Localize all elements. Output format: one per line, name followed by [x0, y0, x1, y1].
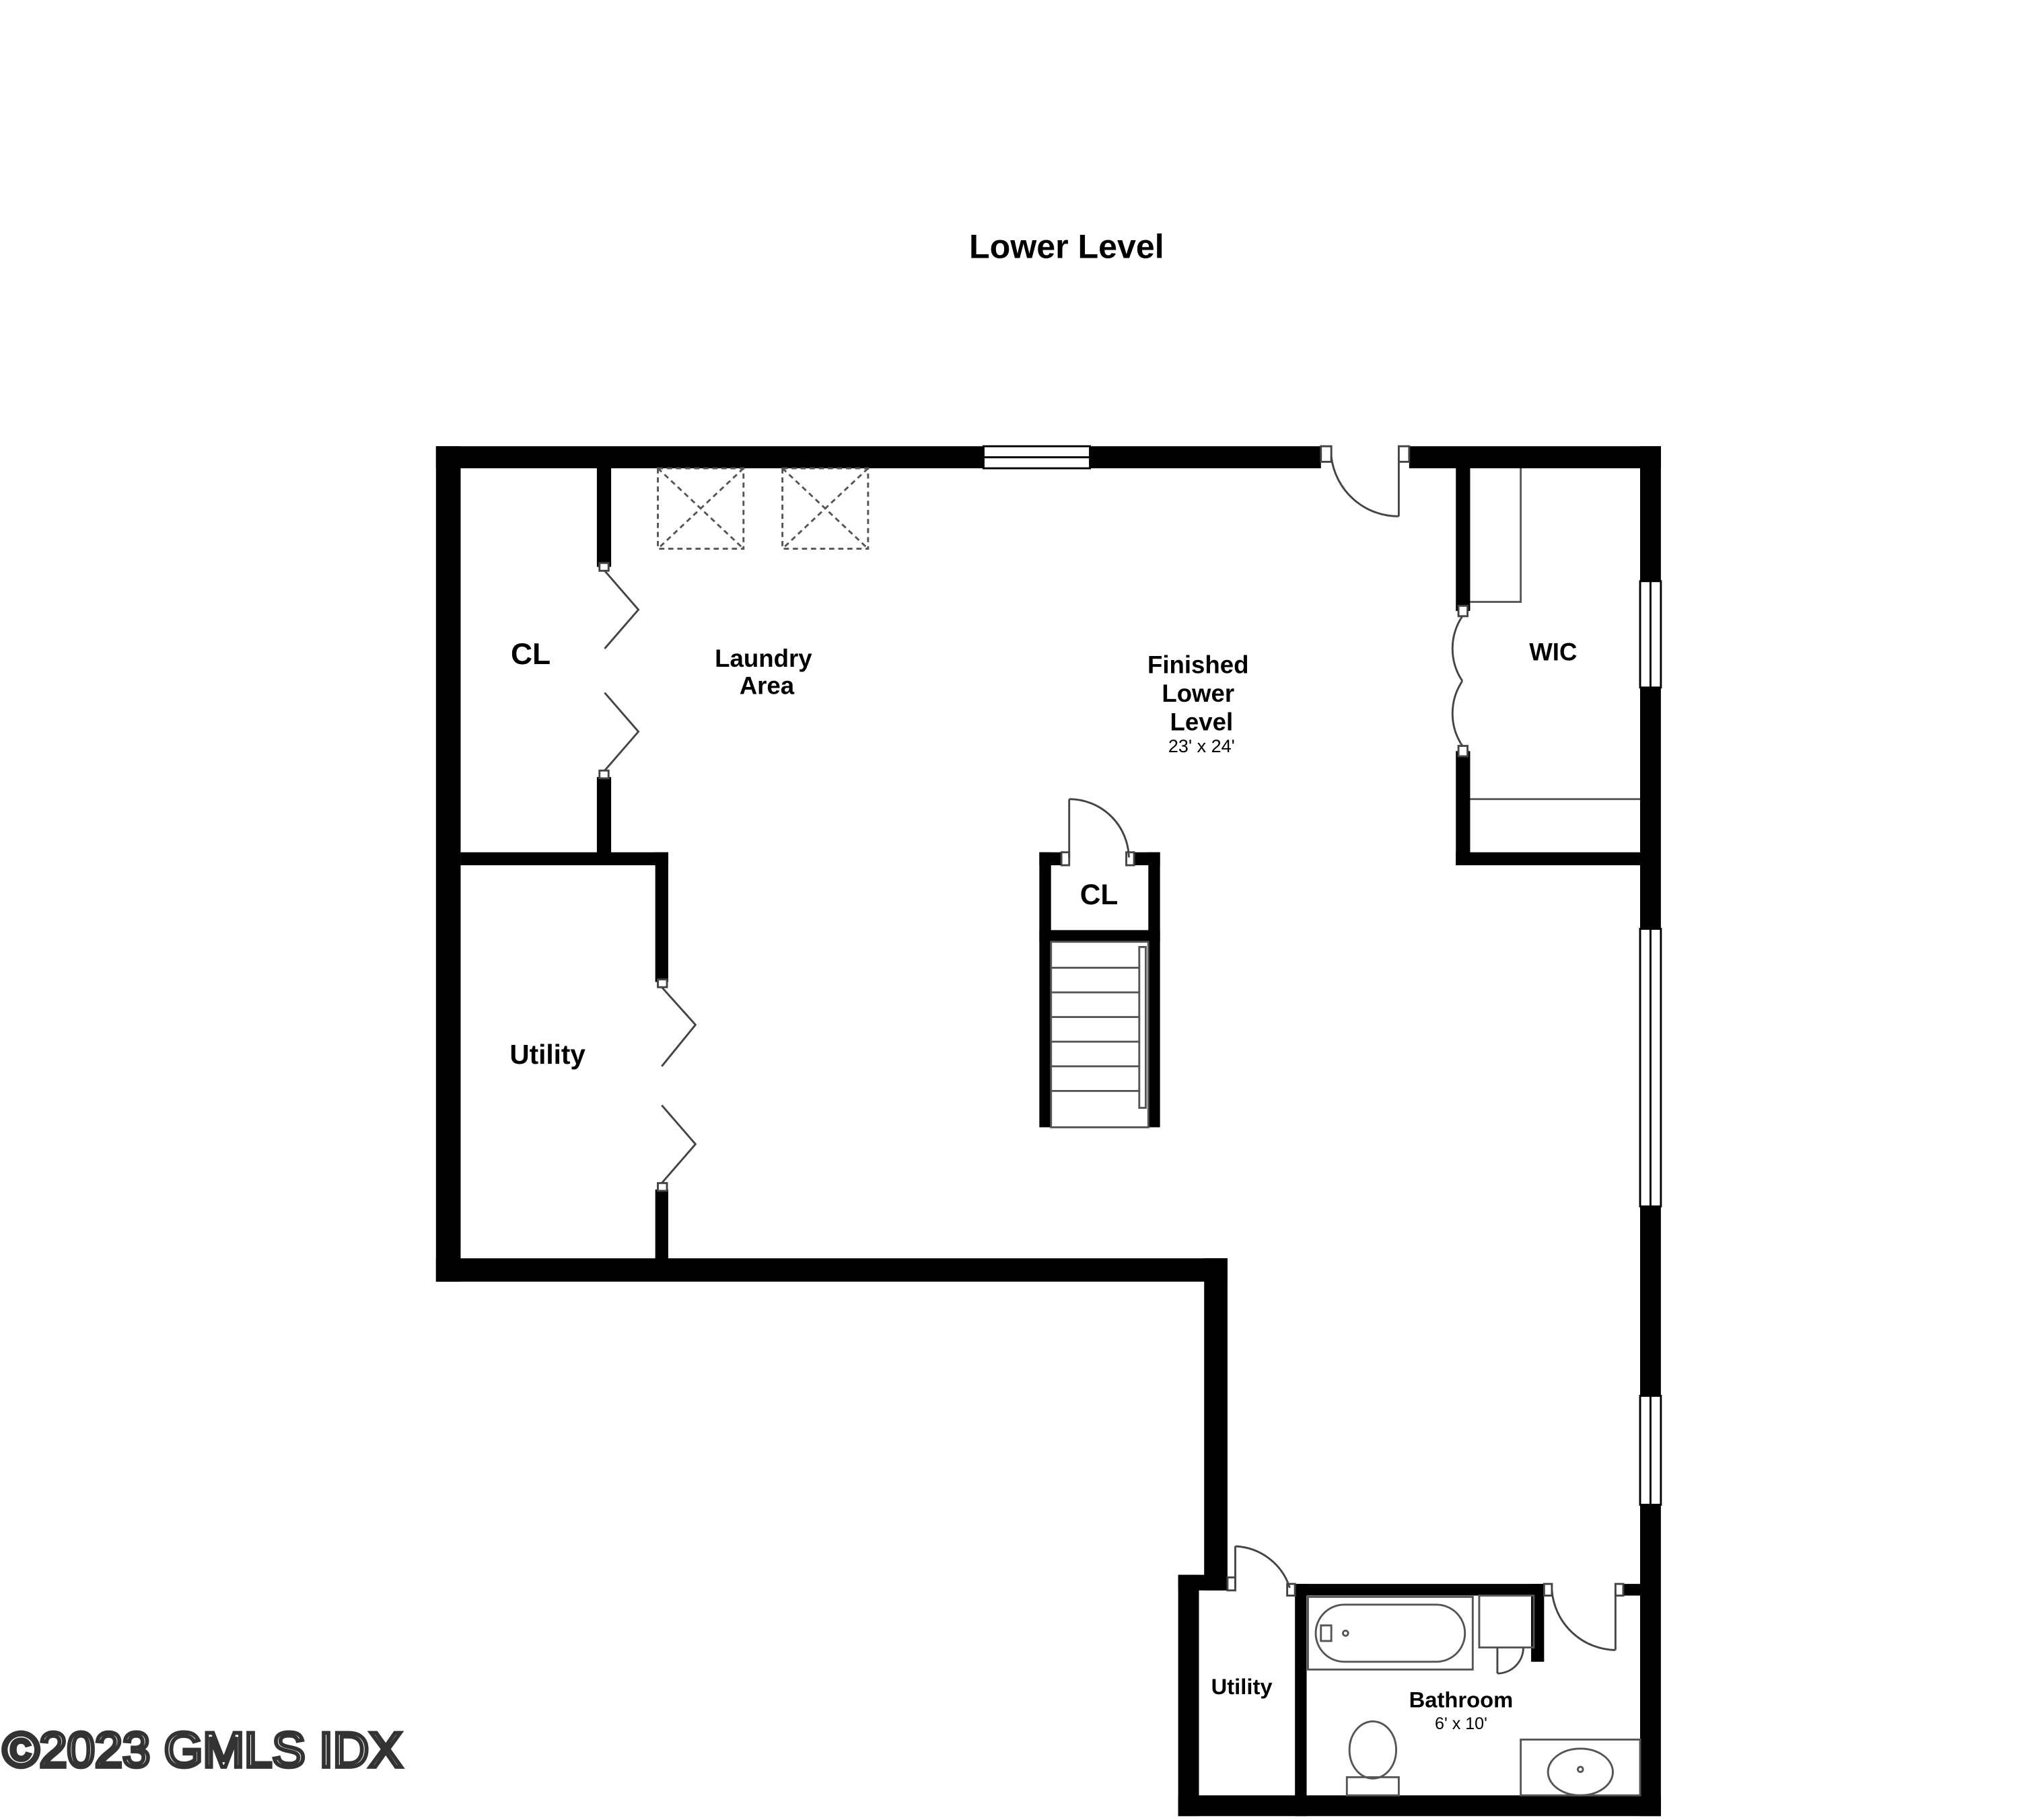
room-label-utility-small: Utility [1211, 1674, 1273, 1699]
windows [982, 445, 1662, 1506]
door-entry [1320, 445, 1411, 517]
room-label-laundry-line2: Area [740, 671, 795, 699]
room-label-finished-line3: Level [1170, 708, 1234, 735]
wic-shelves [1470, 468, 1641, 801]
plan-title: Lower Level [969, 228, 1164, 266]
room-label-closet-center: CL [1080, 879, 1119, 910]
room-label-finished-line2: Lower [1162, 680, 1234, 707]
bifold-door-closet [598, 562, 640, 780]
door-utility-small [1226, 1545, 1296, 1597]
room-label-laundry: Laundry Area [715, 645, 819, 699]
room-label-finished: Finished Lower Level [1147, 651, 1256, 736]
room-label-finished-line1: Finished [1147, 651, 1249, 679]
room-label-bathroom: Bathroom [1409, 1687, 1514, 1712]
room-dimensions-finished: 23' x 24' [1168, 736, 1235, 756]
room-label-laundry-line1: Laundry [715, 645, 812, 672]
washer-icon [657, 467, 745, 550]
walls [435, 446, 1661, 1817]
door-linen-closet [1478, 1595, 1535, 1675]
door-closet-center [1060, 798, 1135, 867]
bathtub-icon [1306, 1595, 1474, 1671]
fixtures [657, 467, 1641, 1796]
dryer-icon [781, 467, 870, 550]
double-door-wic [1451, 604, 1469, 758]
room-label-wic: WIC [1529, 638, 1577, 665]
toilet-icon [1345, 1720, 1400, 1796]
doors [598, 445, 1625, 1675]
room-label-utility-left: Utility [509, 1039, 586, 1070]
door-bathroom [1543, 1582, 1625, 1651]
sink-icon [1520, 1739, 1641, 1796]
room-label-closet-left: CL [511, 638, 551, 671]
room-dimensions-bathroom: 6' x 10' [1435, 1714, 1487, 1733]
copyright-watermark: ©2023 GMLS IDX [3, 1722, 402, 1778]
bifold-door-utility [657, 978, 697, 1192]
staircase [1050, 941, 1149, 1128]
